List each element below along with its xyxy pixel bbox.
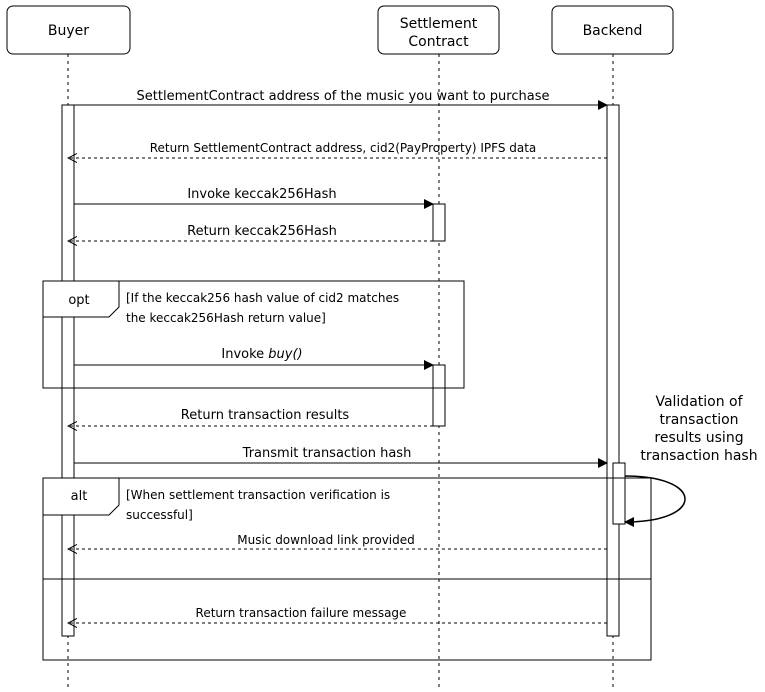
participant-buyer: Buyer bbox=[6, 5, 131, 55]
self-note-line1: Validation of bbox=[655, 394, 743, 410]
self-note-line2: transaction bbox=[659, 412, 738, 428]
message-download-link: Music download link provided bbox=[68, 533, 607, 549]
alt-fragment: alt [When settlement transaction verific… bbox=[42, 477, 652, 661]
message-1-label: SettlementContract address of the music … bbox=[137, 89, 550, 104]
alt-tag: alt bbox=[71, 489, 88, 504]
message-return-keccak: Return keccak256Hash bbox=[68, 224, 433, 241]
activation-backend-main bbox=[606, 104, 620, 637]
message-transmit-hash: Transmit transaction hash bbox=[74, 446, 608, 468]
activation-settlement-hash bbox=[432, 203, 446, 242]
message-5-label: Invoke buy() bbox=[221, 347, 302, 362]
message-invoke-buy: Invoke buy() bbox=[74, 347, 434, 370]
activation-buyer bbox=[61, 104, 75, 637]
message-invoke-keccak: Invoke keccak256Hash bbox=[74, 187, 434, 209]
message-6-label: Return transaction results bbox=[181, 408, 350, 423]
message-8-label: Music download link provided bbox=[237, 533, 415, 547]
activation-backend-validate bbox=[612, 462, 626, 525]
self-note-line4: transaction hash bbox=[640, 448, 757, 464]
participant-backend-label: Backend bbox=[583, 23, 643, 39]
participant-settlement-label-line1: Settlement bbox=[400, 16, 478, 32]
message-return-contract-address: Return SettlementContract address, cid2(… bbox=[68, 141, 607, 158]
participant-buyer-label: Buyer bbox=[48, 23, 89, 39]
alt-guard-line1: [When settlement transaction verificatio… bbox=[126, 488, 390, 502]
opt-guard-line2: the keccak256Hash return value] bbox=[126, 311, 326, 325]
message-2-label: Return SettlementContract address, cid2(… bbox=[150, 141, 537, 155]
message-failure: Return transaction failure message bbox=[68, 606, 607, 623]
message-4-label: Return keccak256Hash bbox=[187, 224, 337, 239]
message-9-label: Return transaction failure message bbox=[196, 606, 407, 620]
alt-guard-line2: successful] bbox=[126, 508, 193, 522]
participant-backend: Backend bbox=[551, 5, 674, 55]
message-request-contract-address: SettlementContract address of the music … bbox=[74, 89, 608, 110]
participant-settlement-label-line2: Contract bbox=[408, 34, 469, 50]
self-message-validation bbox=[624, 475, 686, 527]
message-5-prefix: Invoke bbox=[221, 347, 268, 362]
opt-fragment: opt [If the keccak256 hash value of cid2… bbox=[42, 280, 465, 389]
opt-tag: opt bbox=[68, 293, 89, 308]
self-note-line3: results using bbox=[654, 430, 743, 446]
activation-settlement-buy bbox=[432, 364, 446, 427]
message-5-call: buy() bbox=[268, 347, 302, 362]
message-7-label: Transmit transaction hash bbox=[242, 446, 412, 461]
message-return-transaction-results: Return transaction results bbox=[68, 408, 433, 426]
participant-settlement-contract: Settlement Contract bbox=[377, 5, 500, 55]
opt-guard-line1: [If the keccak256 hash value of cid2 mat… bbox=[126, 291, 399, 305]
message-3-label: Invoke keccak256Hash bbox=[187, 187, 336, 202]
self-message-note: Validation of transaction results using … bbox=[640, 394, 757, 464]
